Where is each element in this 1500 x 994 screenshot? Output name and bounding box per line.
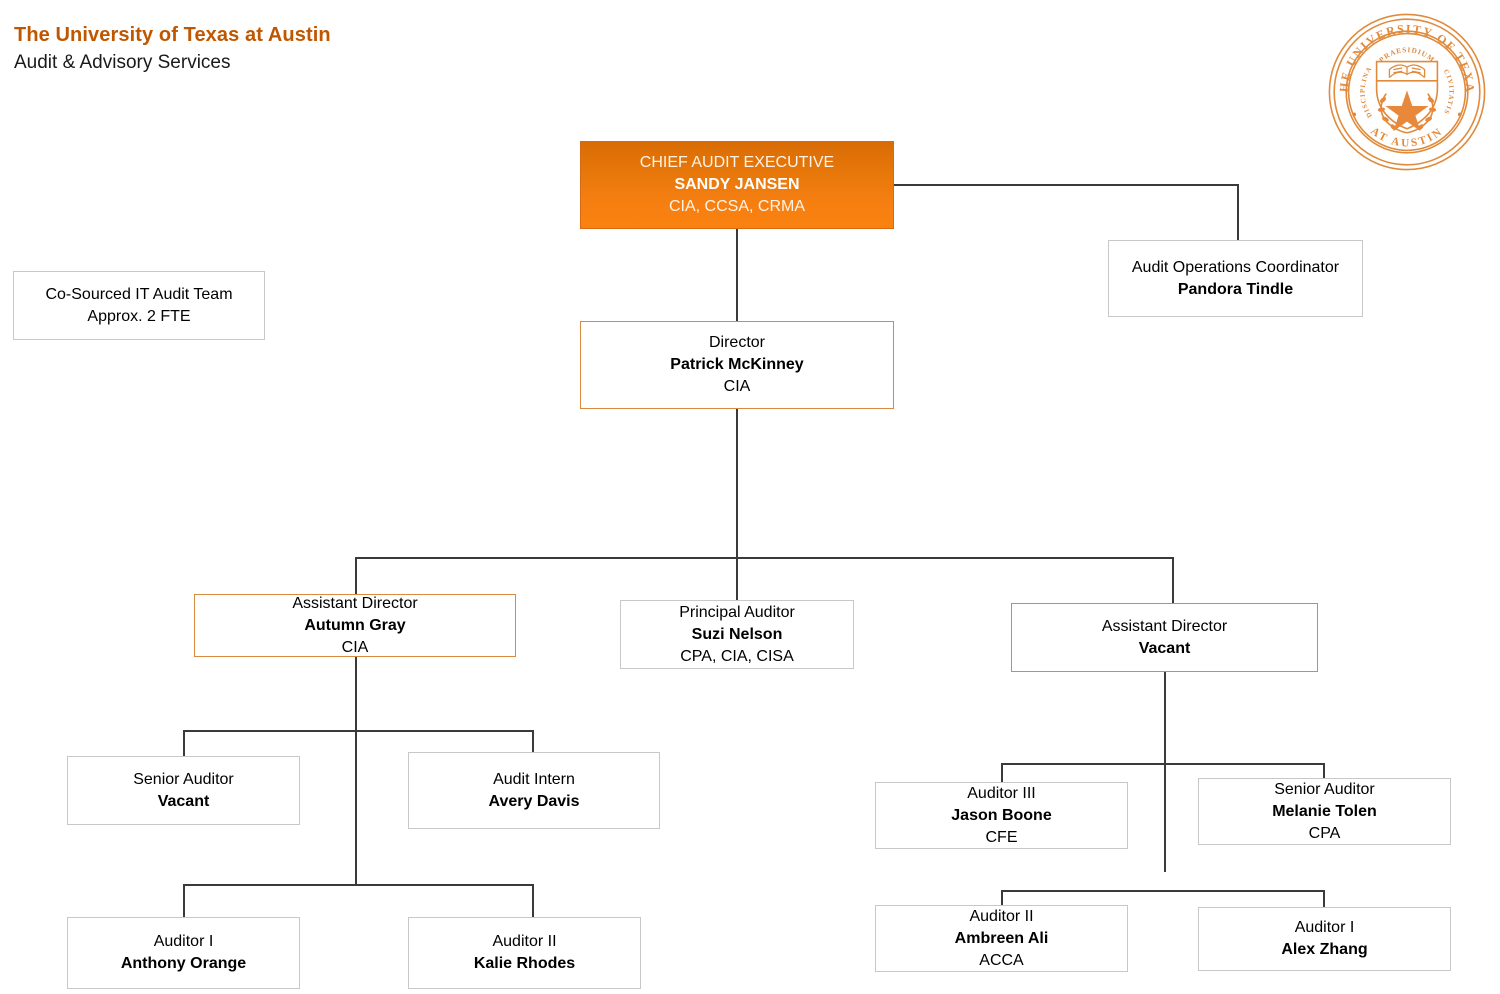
node-auditor-i-anthony-orange[interactable]: Auditor I Anthony Orange [67, 917, 300, 989]
connector-cae-to-audit-ops-vertical [1237, 184, 1239, 240]
node-credentials: CIA [341, 638, 369, 656]
node-person-name: Vacant [1138, 639, 1191, 657]
connector-right-tier1-drop-senior-auditor [1323, 763, 1325, 779]
node-title: Senior Auditor [1274, 780, 1375, 798]
node-title: Director [708, 334, 765, 351]
node-title: Co-Sourced IT Audit Team [45, 285, 233, 303]
connector-director-to-bus [736, 408, 738, 600]
connector-left-tier2-bus [183, 884, 534, 886]
node-credentials: CPA [1308, 824, 1341, 842]
node-title: Auditor I [153, 933, 214, 950]
connector-left-tier2-drop-auditor-i [183, 884, 185, 917]
node-auditor-ii-ambreen-ali[interactable]: Auditor II Ambreen Ali ACCA [875, 905, 1128, 972]
connector-cae-to-director [736, 228, 738, 321]
node-title: Assistant Director [1101, 617, 1228, 635]
node-title: Auditor II [492, 933, 557, 950]
institution-title: The University of Texas at Austin [14, 24, 331, 46]
connector-main-bus [355, 557, 1174, 559]
node-senior-auditor-melanie-tolen[interactable]: Senior Auditor Melanie Tolen CPA [1198, 778, 1451, 845]
connector-left-tier1-drop-audit-intern [532, 730, 534, 752]
svg-text:DISCIPLINA: DISCIPLINA [1360, 65, 1374, 118]
node-assistant-director-vacant[interactable]: Assistant Director Vacant [1011, 603, 1318, 672]
node-person-name: Kalie Rhodes [473, 955, 576, 972]
node-auditor-ii-kalie-rhodes[interactable]: Auditor II Kalie Rhodes [408, 917, 641, 989]
node-person-name: Alex Zhang [1281, 941, 1368, 958]
node-title: Senior Auditor [133, 770, 234, 788]
node-chief-audit-executive[interactable]: CHIEF AUDIT EXECUTIVE SANDY JANSEN CIA, … [580, 141, 894, 229]
connector-cae-to-audit-ops-horizontal [893, 184, 1239, 186]
node-auditor-iii-jason-boone[interactable]: Auditor III Jason Boone CFE [875, 782, 1128, 849]
node-person-name: Vacant [157, 792, 210, 810]
connector-bus-to-asst-dir-right [1172, 557, 1174, 603]
node-title: Auditor I [1294, 919, 1355, 936]
connector-left-tier1-bus [183, 730, 534, 732]
node-person-name: Suzi Nelson [691, 625, 783, 643]
connector-left-tier2-drop-auditor-ii [532, 884, 534, 917]
node-title: Auditor III [967, 784, 1036, 802]
node-credentials: CIA, CCSA, CRMA [668, 198, 805, 215]
node-principal-auditor[interactable]: Principal Auditor Suzi Nelson CPA, CIA, … [620, 600, 854, 669]
node-credentials: CPA, CIA, CISA [680, 647, 794, 665]
node-title: Audit Intern [493, 770, 575, 788]
node-detail: Approx. 2 FTE [87, 307, 191, 325]
department-subtitle: Audit & Advisory Services [14, 52, 231, 73]
node-audit-intern[interactable]: Audit Intern Avery Davis [408, 752, 660, 829]
connector-bus-to-asst-dir-left [355, 557, 357, 594]
connector-right-tier2-drop-auditor-ii [1001, 890, 1003, 907]
node-person-name: Ambreen Ali [954, 929, 1049, 947]
node-credentials: ACCA [979, 951, 1024, 969]
node-director[interactable]: Director Patrick McKinney CIA [580, 321, 894, 409]
node-credentials: CFE [985, 828, 1018, 846]
node-person-name: Jason Boone [951, 806, 1052, 824]
node-credentials: CIA [723, 378, 751, 395]
node-person-name: Pandora Tindle [1177, 280, 1294, 298]
node-person-name: Anthony Orange [120, 955, 247, 972]
svg-text:CIVITATIS: CIVITATIS [1442, 68, 1455, 115]
node-title: Principal Auditor [679, 603, 795, 621]
connector-right-tier1-bus [1001, 763, 1325, 765]
node-auditor-i-alex-zhang[interactable]: Auditor I Alex Zhang [1198, 907, 1451, 971]
ut-austin-seal: THE UNIVERSITY OF TEXAS AT AUSTIN DISCIP… [1322, 1, 1487, 172]
node-title: Audit Operations Coordinator [1131, 258, 1340, 276]
node-senior-auditor-vacant[interactable]: Senior Auditor Vacant [67, 756, 300, 825]
node-person-name: SANDY JANSEN [674, 176, 800, 193]
node-title: CHIEF AUDIT EXECUTIVE [639, 154, 835, 171]
connector-left-tier1-drop-senior-auditor [183, 730, 185, 756]
connector-right-tier1-drop-auditor-iii [1001, 763, 1003, 783]
node-co-sourced-it-audit-team[interactable]: Co-Sourced IT Audit Team Approx. 2 FTE [13, 271, 265, 340]
node-person-name: Patrick McKinney [670, 356, 804, 373]
connector-asst-dir-right-trunk [1164, 672, 1166, 872]
connector-asst-dir-left-trunk [355, 657, 357, 884]
node-person-name: Avery Davis [488, 792, 580, 810]
connector-right-tier2-bus [1001, 890, 1325, 892]
node-audit-operations-coordinator[interactable]: Audit Operations Coordinator Pandora Tin… [1108, 240, 1363, 317]
node-person-name: Melanie Tolen [1272, 802, 1377, 820]
node-person-name: Autumn Gray [304, 616, 406, 634]
node-assistant-director-autumn-gray[interactable]: Assistant Director Autumn Gray CIA [194, 594, 516, 657]
page-header: The University of Texas at Austin Audit … [14, 22, 714, 76]
node-title: Auditor II [969, 907, 1034, 925]
connector-right-tier2-drop-auditor-i [1323, 890, 1325, 907]
node-title: Assistant Director [292, 594, 418, 612]
